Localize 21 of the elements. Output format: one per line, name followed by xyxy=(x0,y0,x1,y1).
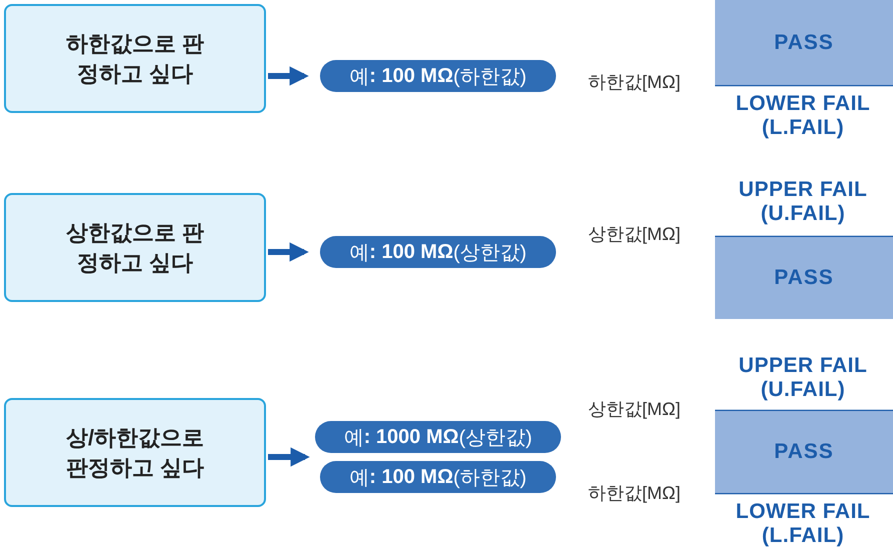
fail-label: UPPER FAIL (U.FAIL) xyxy=(738,354,868,402)
pass-band: PASS xyxy=(715,0,893,85)
question-box: 상한값으로 판정하고 싶다 xyxy=(4,193,266,302)
axis-label: 상한값[MΩ] xyxy=(588,398,680,421)
axis-label: 하한값[MΩ] xyxy=(588,71,680,94)
question-box: 하한값으로 판정하고 싶다 xyxy=(4,4,266,113)
example-pill: 예: 100 MΩ(상한값) xyxy=(320,236,556,268)
example-pill: 예: 100 MΩ(하한값) xyxy=(320,60,556,92)
arrow xyxy=(268,66,309,86)
arrow xyxy=(268,242,309,262)
fail-label: LOWER FAIL (L.FAIL) xyxy=(734,500,872,548)
question-box: 상/하한값으로 판정하고 싶다 xyxy=(4,398,266,507)
example-pill: 예: 1000 MΩ(상한값) xyxy=(315,421,561,453)
axis-label: 상한값[MΩ] xyxy=(588,223,680,246)
example-pill: 예: 100 MΩ(하한값) xyxy=(320,461,556,493)
pass-band: PASS xyxy=(715,237,893,319)
arrow xyxy=(268,447,310,467)
fail-label: UPPER FAIL (U.FAIL) xyxy=(738,178,868,226)
fail-label: LOWER FAIL (L.FAIL) xyxy=(734,92,872,140)
pass-band: PASS xyxy=(715,411,893,493)
axis-label: 하한값[MΩ] xyxy=(588,482,680,505)
